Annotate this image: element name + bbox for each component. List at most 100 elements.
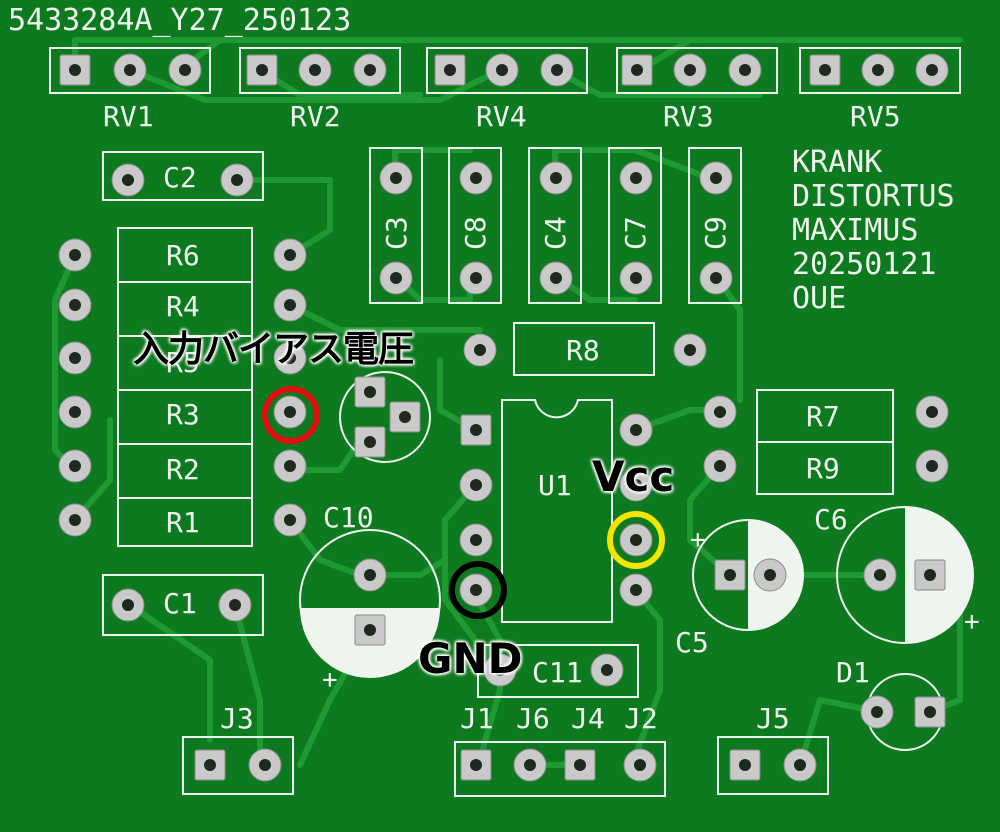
label-r6: R6: [166, 239, 200, 272]
title-line-5: OUE: [792, 281, 846, 316]
label-j6: J6: [516, 702, 550, 735]
label-r1: R1: [166, 506, 200, 539]
pad-hole: [69, 299, 81, 311]
pad-hole: [924, 706, 936, 718]
pad-hole: [284, 352, 296, 364]
pad-hole: [926, 406, 938, 418]
pad-hole: [231, 174, 243, 186]
pad-hole: [550, 172, 562, 184]
pad-hole: [364, 386, 376, 398]
pad-hole: [364, 624, 376, 636]
pad-hole: [309, 64, 321, 76]
pad-hole: [470, 759, 482, 771]
label-r7: R7: [806, 400, 840, 433]
pad-hole: [714, 460, 726, 472]
pad-hole: [179, 64, 191, 76]
label-c1: C1: [163, 587, 197, 620]
pad-hole: [122, 599, 134, 611]
polarity-plus-c6: +: [964, 607, 980, 637]
label-u1: U1: [538, 469, 572, 502]
silkscreen-text: 5433284A_Y27_250123 RV1 RV2 RV4 RV3 RV5 …: [8, 3, 980, 735]
pad-hole: [399, 411, 411, 423]
pad-hole: [69, 249, 81, 261]
pad-hole: [874, 569, 886, 581]
pad-hole: [284, 249, 296, 261]
vcc-annotation: Vcc: [592, 452, 675, 501]
pad-hole: [630, 479, 642, 491]
pad-hole: [494, 664, 506, 676]
pad-hole: [574, 759, 586, 771]
board-id-label: 5433284A_Y27_250123: [8, 3, 351, 38]
polarity-plus-c10: +: [322, 665, 338, 695]
gnd-marker-ring: [449, 561, 507, 619]
pad-hole: [470, 172, 482, 184]
gnd-annotation: GND: [418, 634, 523, 683]
pad-hole: [739, 759, 751, 771]
pad-hole: [550, 272, 562, 284]
label-rv3: RV3: [663, 100, 714, 133]
pad-hole: [496, 64, 508, 76]
label-c2: C2: [163, 161, 197, 194]
label-c8: C8: [459, 216, 492, 250]
pad-hole: [284, 460, 296, 472]
label-j3: J3: [220, 702, 254, 735]
pad-hole: [739, 64, 751, 76]
pad-hole: [256, 64, 268, 76]
pads: [58, 53, 949, 782]
label-rv1: RV1: [103, 100, 154, 133]
label-r2: R2: [166, 453, 200, 486]
pad-hole: [69, 406, 81, 418]
label-j1: J1: [460, 702, 494, 735]
pad-hole: [924, 569, 936, 581]
pad-hole: [284, 406, 296, 418]
pad-hole: [284, 299, 296, 311]
pad-hole: [926, 460, 938, 472]
label-c11: C11: [532, 656, 583, 689]
label-c3: C3: [380, 216, 413, 250]
label-rv4: RV4: [476, 100, 527, 133]
pad-hole: [631, 64, 643, 76]
pad-hole: [684, 344, 696, 356]
title-line-3: MAXIMUS: [792, 213, 918, 248]
bias-marker-ring: [262, 386, 320, 444]
pad-hole: [714, 406, 726, 418]
label-r5: R5: [166, 346, 200, 379]
pad-hole: [444, 64, 456, 76]
label-c10: C10: [323, 501, 374, 534]
pad-hole: [69, 352, 81, 364]
pad-hole: [710, 172, 722, 184]
pad-hole: [364, 436, 376, 448]
silkscreen-outlines: [49, 47, 974, 797]
pad-hole: [819, 64, 831, 76]
pad-hole: [634, 759, 646, 771]
pad-hole: [229, 599, 241, 611]
label-c6: C6: [814, 503, 848, 536]
pad-hole: [630, 584, 642, 596]
pad-hole: [284, 514, 296, 526]
label-j5: J5: [756, 702, 790, 735]
pad-hole: [710, 272, 722, 284]
pad-hole: [204, 759, 216, 771]
pad-hole: [470, 534, 482, 546]
vcc-marker-ring: [607, 511, 665, 569]
pad-hole: [794, 759, 806, 771]
pad-hole: [764, 569, 776, 581]
pad-hole: [390, 172, 402, 184]
pad-hole: [470, 584, 482, 596]
bias-voltage-annotation: 入力バイアス電圧: [133, 329, 414, 370]
label-r9: R9: [806, 452, 840, 485]
pad-hole: [926, 64, 938, 76]
pad-hole: [364, 64, 376, 76]
title-line-4: 20250121: [792, 247, 937, 282]
label-c9: C9: [699, 216, 732, 250]
label-j2: J2: [624, 702, 658, 735]
title-line-1: KRANK: [792, 145, 882, 180]
pad-hole: [871, 706, 883, 718]
pad-hole: [470, 424, 482, 436]
label-rv2: RV2: [290, 100, 341, 133]
pad-hole: [470, 479, 482, 491]
label-r4: R4: [166, 290, 200, 323]
pad-hole: [551, 64, 563, 76]
label-j4: J4: [571, 702, 605, 735]
label-r8: R8: [566, 334, 600, 367]
